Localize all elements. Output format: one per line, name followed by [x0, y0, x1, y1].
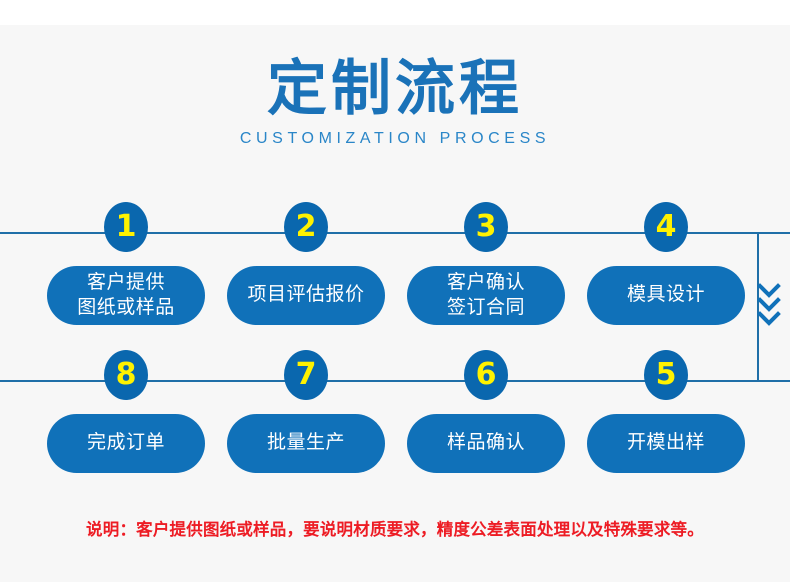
step-label: 项目评估报价 — [247, 284, 365, 306]
flow-step-3[interactable]: 3 客户确认 签订合同 — [407, 202, 565, 325]
flow-row-1: 1 客户提供 图纸或样品 2 项目评估报价 3 客户确认 签订合同 4 模具设计 — [0, 202, 790, 325]
step-label: 客户提供 图纸或样品 — [77, 272, 175, 318]
flow-step-4[interactable]: 4 模具设计 — [587, 202, 745, 325]
step-number-badge: 5 — [644, 350, 688, 400]
connector-rail-row-1 — [0, 232, 790, 234]
flow-step-1[interactable]: 1 客户提供 图纸或样品 — [47, 202, 205, 325]
step-label: 样品确认 — [446, 432, 525, 454]
footer-note: 说明：客户提供图纸或样品，要说明材质要求，精度公差表面处理以及特殊要求等。 — [86, 521, 704, 539]
flow-step-5[interactable]: 5 开模出样 — [587, 350, 745, 473]
step-label: 完成订单 — [86, 432, 165, 454]
flow-step-6[interactable]: 6 样品确认 — [407, 350, 565, 473]
step-pill[interactable]: 模具设计 — [587, 266, 745, 325]
step-pill[interactable]: 完成订单 — [47, 414, 205, 473]
step-pill[interactable]: 客户确认 签订合同 — [407, 266, 565, 325]
double-chevron-down-icon — [755, 283, 783, 329]
step-pill[interactable]: 批量生产 — [227, 414, 385, 473]
flow-step-7[interactable]: 7 批量生产 — [227, 350, 385, 473]
step-number-badge: 1 — [104, 202, 148, 252]
page-subtitle: CUSTOMIZATION PROCESS — [239, 130, 551, 148]
header: 定制流程 CUSTOMIZATION PROCESS — [0, 55, 790, 148]
step-number-badge: 2 — [284, 202, 328, 252]
step-number-badge: 3 — [464, 202, 508, 252]
connector-rail-row-2 — [0, 380, 790, 382]
step-number-badge: 6 — [464, 350, 508, 400]
step-number-badge: 7 — [284, 350, 328, 400]
step-pill[interactable]: 开模出样 — [587, 414, 745, 473]
step-pill[interactable]: 项目评估报价 — [227, 266, 385, 325]
step-number-badge: 8 — [104, 350, 148, 400]
return-path-connector — [757, 232, 759, 380]
step-label: 客户确认 签订合同 — [446, 272, 525, 318]
flow-step-2[interactable]: 2 项目评估报价 — [227, 202, 385, 325]
flow-step-8[interactable]: 8 完成订单 — [47, 350, 205, 473]
flow-row-2: 8 完成订单 7 批量生产 6 样品确认 5 开模出样 — [0, 350, 790, 473]
step-label: 模具设计 — [626, 284, 705, 306]
step-pill[interactable]: 客户提供 图纸或样品 — [47, 266, 205, 325]
step-label: 批量生产 — [266, 432, 345, 454]
step-label: 开模出样 — [626, 432, 705, 454]
page-title: 定制流程 — [267, 55, 523, 122]
step-number-badge: 4 — [644, 202, 688, 252]
step-pill[interactable]: 样品确认 — [407, 414, 565, 473]
